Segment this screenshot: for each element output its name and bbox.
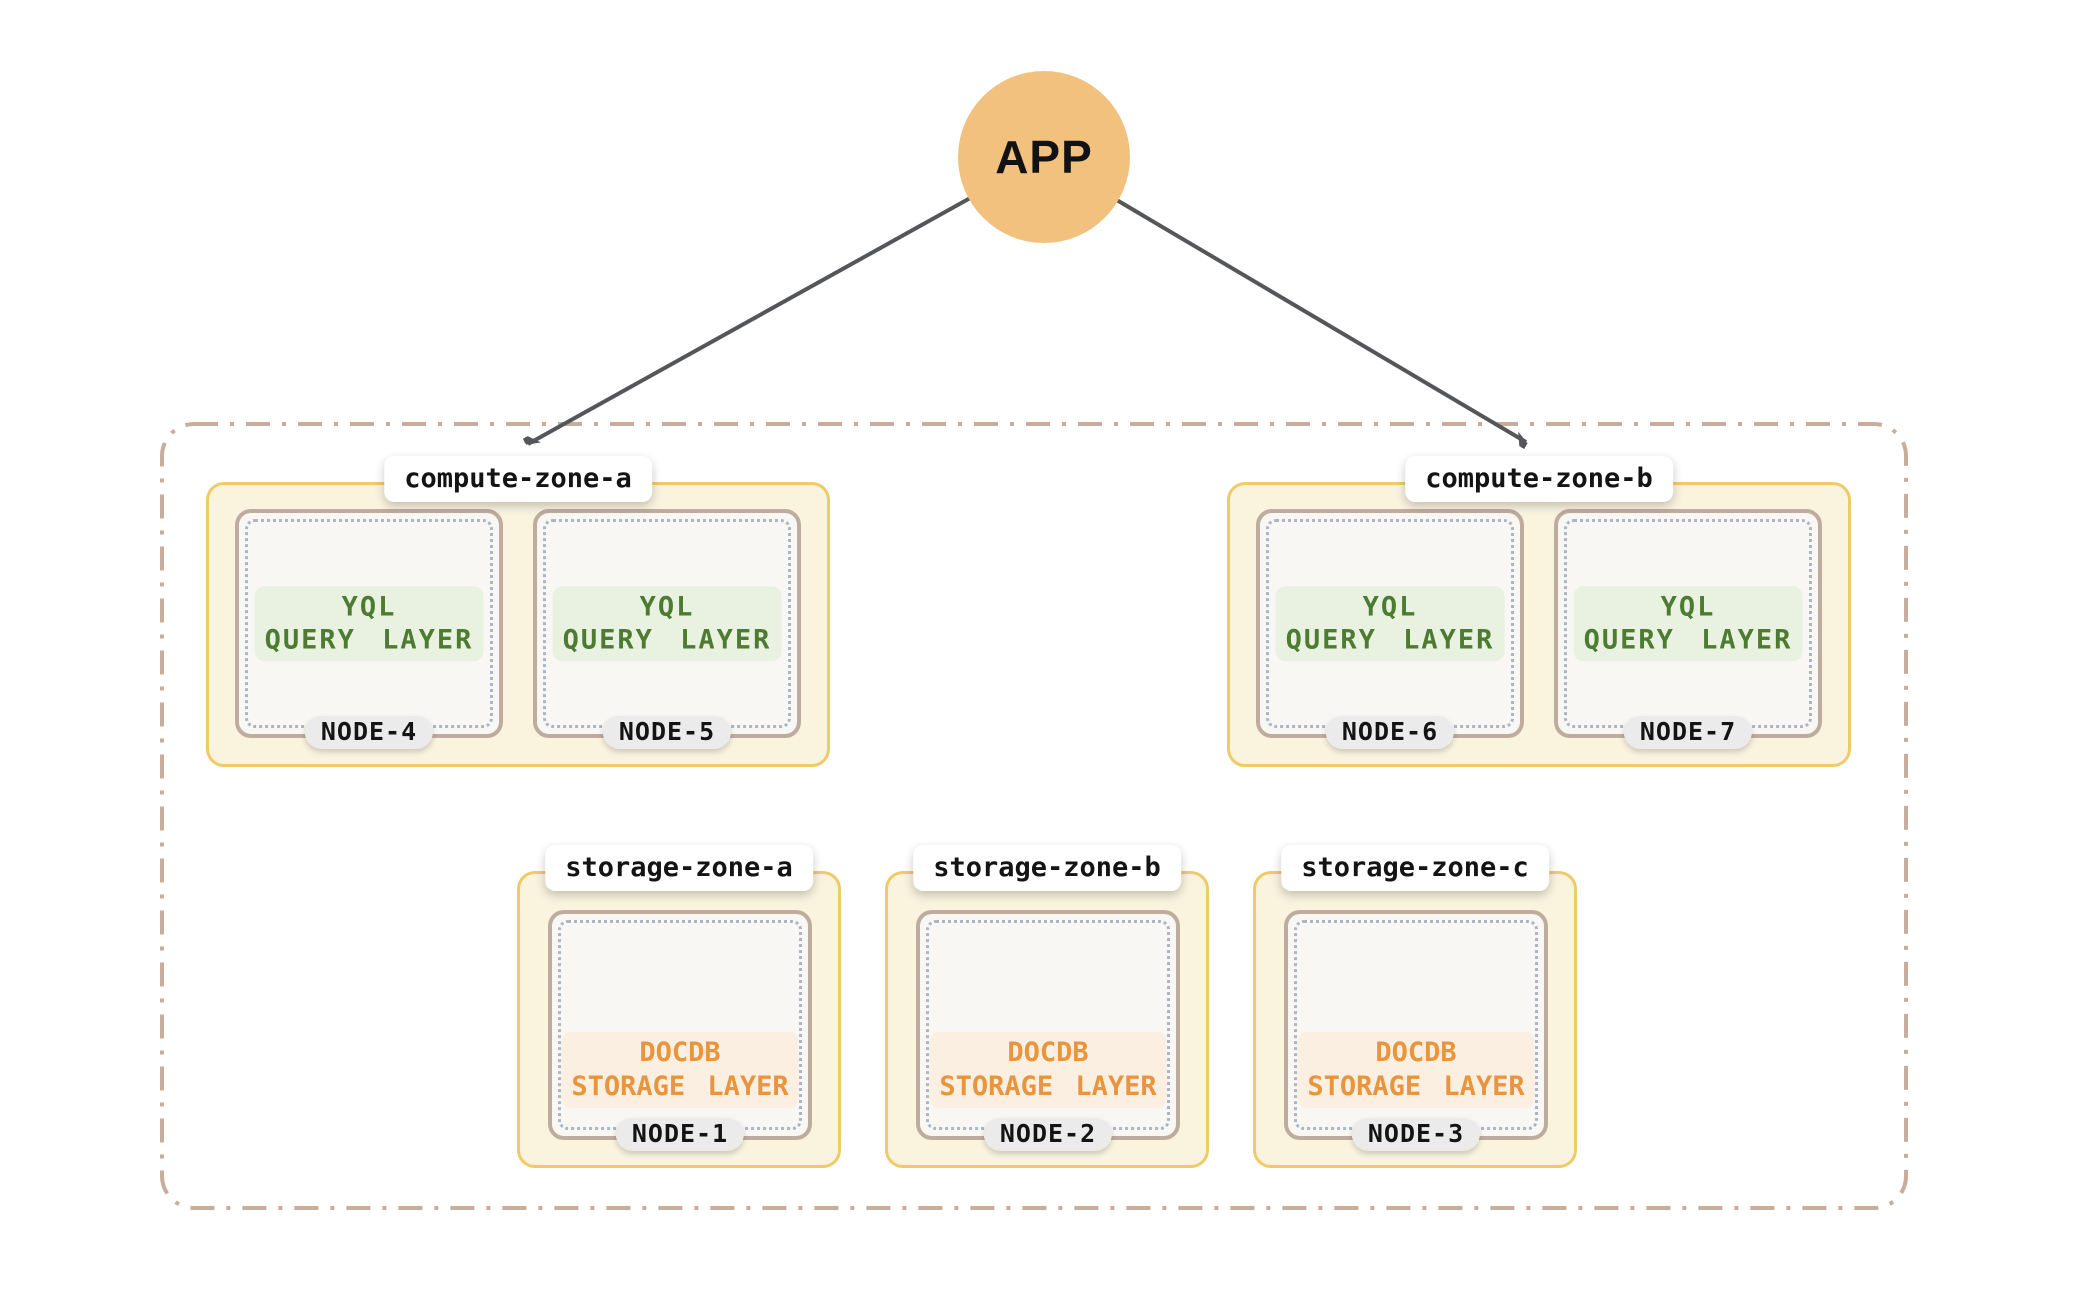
node-4: YQL QUERY LAYER NODE-4 xyxy=(235,509,503,749)
layer-line-2: STORAGE LAYER xyxy=(1307,1070,1525,1102)
node-2: DOCDB STORAGE LAYER NODE-2 xyxy=(916,910,1180,1151)
node-3: DOCDB STORAGE LAYER NODE-3 xyxy=(1284,910,1548,1151)
storage-zone-b: storage-zone-b DOCDB STORAGE LAYER NODE-… xyxy=(885,845,1209,1168)
layer-line-1: YQL xyxy=(341,590,397,622)
node-5: YQL QUERY LAYER NODE-5 xyxy=(533,509,801,749)
yql-query-layer: YQL QUERY LAYER xyxy=(1573,585,1803,662)
layer-line-1: DOCDB xyxy=(1375,1037,1457,1068)
layer-line-1: YQL xyxy=(1660,590,1716,622)
layer-line-1: DOCDB xyxy=(639,1037,721,1068)
layer-line-1: DOCDB xyxy=(1007,1037,1089,1068)
docdb-storage-layer: DOCDB STORAGE LAYER xyxy=(561,1032,799,1108)
zone-label: storage-zone-b xyxy=(913,845,1181,891)
node-7: YQL QUERY LAYER NODE-7 xyxy=(1554,509,1822,749)
docdb-storage-layer: DOCDB STORAGE LAYER xyxy=(1297,1032,1535,1108)
layer-line-2: QUERY LAYER xyxy=(1583,624,1793,656)
app-label: APP xyxy=(995,131,1093,183)
node-6: YQL QUERY LAYER NODE-6 xyxy=(1256,509,1524,749)
layer-line-2: STORAGE LAYER xyxy=(571,1070,789,1102)
zone-label: compute-zone-b xyxy=(1405,456,1673,502)
docdb-storage-layer: DOCDB STORAGE LAYER xyxy=(929,1032,1167,1108)
compute-zone-b: compute-zone-b YQL QUERY LAYER NODE-6 YQ… xyxy=(1227,456,1851,767)
node-id-badge: NODE-1 xyxy=(615,1118,745,1151)
zone-label: compute-zone-a xyxy=(384,456,652,502)
cluster-boundary xyxy=(160,422,1908,1210)
layer-line-1: YQL xyxy=(639,590,695,622)
layer-line-2: STORAGE LAYER xyxy=(939,1070,1157,1102)
node-id-badge: NODE-3 xyxy=(1351,1118,1481,1151)
yql-query-layer: YQL QUERY LAYER xyxy=(552,585,782,662)
zone-label: storage-zone-c xyxy=(1281,845,1549,891)
node-1: DOCDB STORAGE LAYER NODE-1 xyxy=(548,910,812,1151)
node-id-badge: NODE-5 xyxy=(602,716,732,749)
yql-query-layer: YQL QUERY LAYER xyxy=(254,585,484,662)
layer-line-2: QUERY LAYER xyxy=(264,624,474,656)
node-id-badge: NODE-2 xyxy=(983,1118,1113,1151)
node-id-badge: NODE-4 xyxy=(304,716,434,749)
layer-line-1: YQL xyxy=(1362,590,1418,622)
app-node: APP xyxy=(958,71,1130,243)
layer-line-2: QUERY LAYER xyxy=(562,624,772,656)
zone-label: storage-zone-a xyxy=(545,845,813,891)
node-id-badge: NODE-6 xyxy=(1325,716,1455,749)
yql-query-layer: YQL QUERY LAYER xyxy=(1275,585,1505,662)
layer-line-2: QUERY LAYER xyxy=(1285,624,1495,656)
storage-zone-c: storage-zone-c DOCDB STORAGE LAYER NODE-… xyxy=(1253,845,1577,1168)
compute-zone-a: compute-zone-a YQL QUERY LAYER NODE-4 YQ… xyxy=(206,456,830,767)
arrow-app-to-compute-zone-b xyxy=(1042,155,1526,442)
node-id-badge: NODE-7 xyxy=(1623,716,1753,749)
storage-zone-a: storage-zone-a DOCDB STORAGE LAYER NODE-… xyxy=(517,845,841,1168)
arrow-app-to-compute-zone-a xyxy=(528,155,1045,444)
